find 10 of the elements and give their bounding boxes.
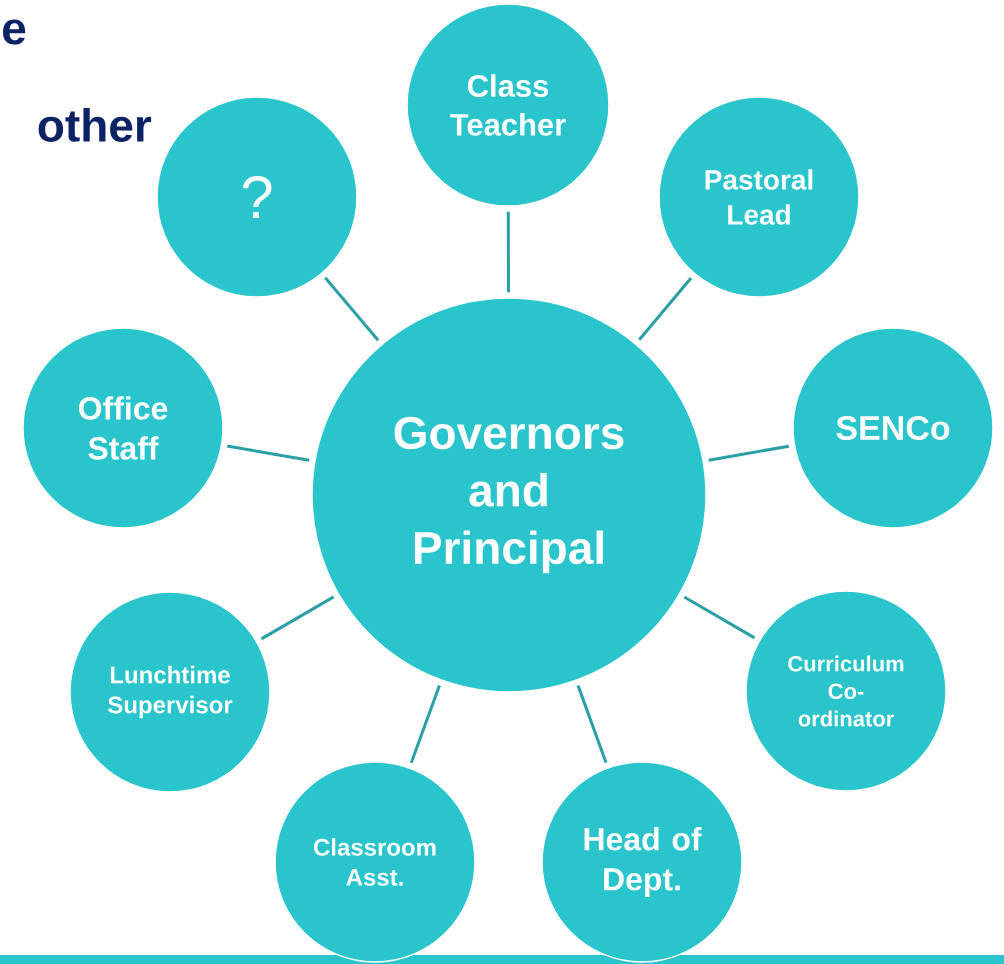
connector-line <box>638 277 693 341</box>
connector-line <box>409 684 441 764</box>
connector-line <box>683 595 756 640</box>
heading-text: e <box>3 19 26 45</box>
connector-line <box>324 276 380 342</box>
connector-line <box>576 685 608 764</box>
connector-line <box>260 595 335 641</box>
connector-line <box>708 444 790 462</box>
connector-line <box>506 211 510 293</box>
connector-line <box>226 444 310 462</box>
